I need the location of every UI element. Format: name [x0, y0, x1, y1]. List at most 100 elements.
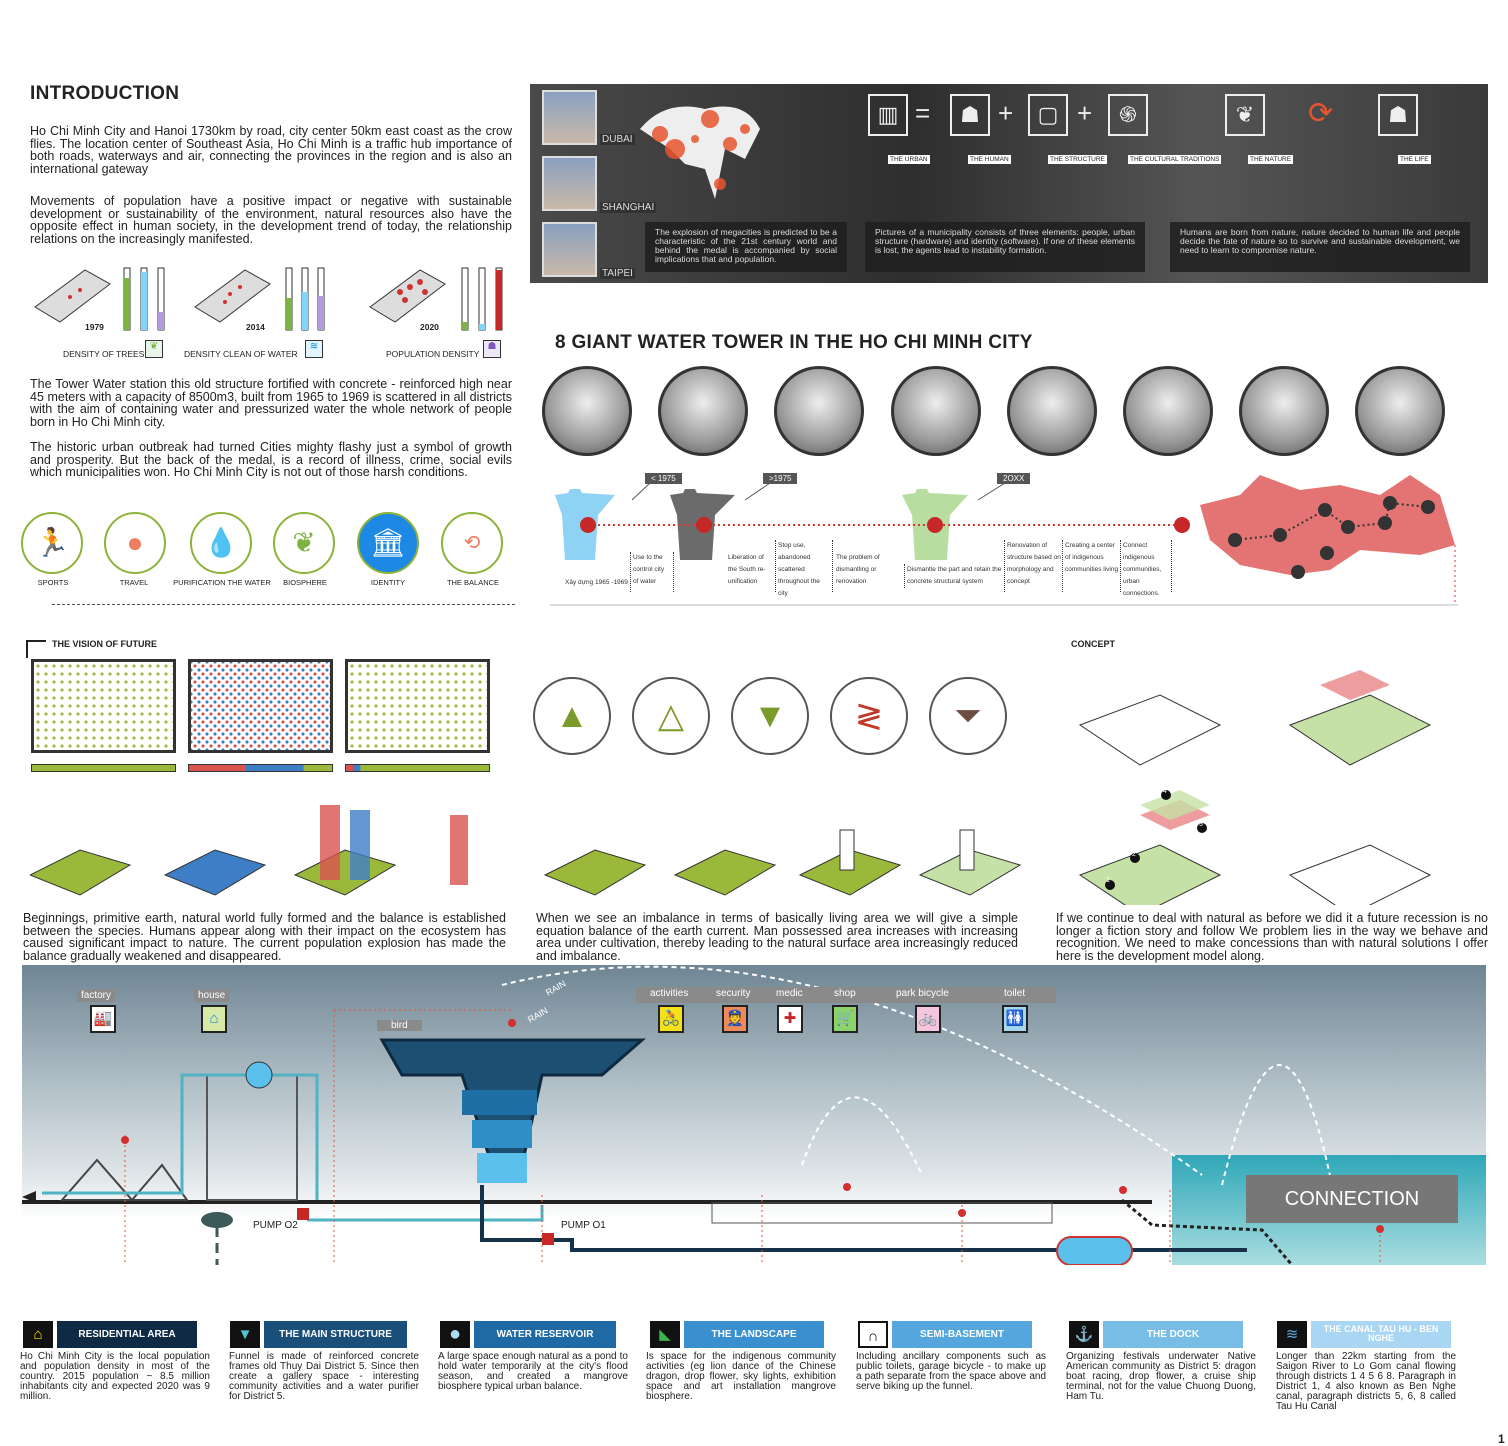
tower-photo [658, 366, 748, 456]
world-map-balanced [345, 659, 490, 753]
tower-photo [891, 366, 981, 456]
legend-title-water-reservoir: WATER RESERVOIR [474, 1321, 616, 1348]
legend-title-semi-basement: SEMI-BASEMENT [892, 1321, 1032, 1348]
towers-title: 8 GIANT WATER TOWER IN THE HO CHI MINH C… [555, 332, 1033, 353]
plus-sign: + [998, 98, 1014, 128]
timeline-note: Creating a center of indigenous communit… [1062, 540, 1120, 592]
identity-building-icon: 🏛 [357, 512, 419, 574]
timeline-note: Dismantle the part and retain the concre… [904, 564, 1004, 588]
cycle-arrows-icon: ⟳ [1308, 97, 1334, 130]
label-human: THE HUMAN [968, 155, 1011, 164]
intro-paragraph-1: Ho Chi Minh City and Hanoi 1730km by roa… [30, 124, 512, 176]
concept-title: CONCEPT [1071, 639, 1116, 649]
balance-bar-2 [188, 764, 333, 772]
inverted-mountain-icon: ▼ [731, 677, 809, 755]
icon-label-sports: SPORTS [37, 578, 69, 587]
taipei-photo [542, 222, 597, 277]
icon-label-purification: PURIFICATION THE WATER [173, 578, 271, 587]
tag-20xx: 2OXX [997, 473, 1031, 484]
medic-kit-icon: ✚ [777, 1005, 803, 1033]
world-map-megacities [640, 106, 760, 199]
mountain-icon: ▲ [533, 677, 611, 755]
concept-number: 3 [1199, 821, 1203, 828]
fingerprint-icon: ֍ [1108, 94, 1148, 136]
legend-title-residential: RESIDENTIAL AREA [57, 1321, 197, 1348]
label-cultural-traditions: THE CULTURAL TRADITIONS [1128, 155, 1222, 164]
evolution-plates [30, 805, 1022, 896]
label-structure: THE STRUCTURE [1048, 155, 1107, 164]
biosphere-leaf-icon: ❦ [273, 512, 335, 574]
nature-leaf-icon: ❦ [1225, 94, 1265, 136]
reservoir-circle-icon: ● [440, 1321, 470, 1348]
banner-text-nature: Humans are born from nature, nature deci… [1170, 222, 1470, 272]
timeline-note: Use to the control city of water [630, 552, 674, 592]
legend-text-dock: Organizing festivals underwater Native A… [1066, 1351, 1256, 1402]
cycling-activities-icon: 🚴 [658, 1005, 684, 1033]
travel-pin-icon: ● [104, 512, 166, 574]
timeline-note: Renovation of structure based on morphol… [1004, 540, 1062, 592]
anchor-icon: ⚓ [1069, 1321, 1099, 1348]
leaf-icon: ❦ [145, 340, 163, 358]
intro-paragraph-3: The Tower Water station this old structu… [30, 377, 512, 429]
equals-sign: = [915, 98, 931, 128]
legend-title-dock: THE DOCK [1103, 1321, 1243, 1348]
concept-axonometrics [1078, 670, 1432, 905]
label-factory: factory [77, 989, 116, 1002]
sports-icon: 🏃 [21, 512, 83, 574]
legend-text-landscape: Is space for the indigenous community ac… [646, 1351, 836, 1402]
tower-photo [1239, 366, 1329, 456]
canal-waves-icon: ≋ [1277, 1321, 1307, 1348]
human-icon: ☗ [950, 94, 990, 136]
density-plates [34, 267, 503, 331]
vision-paragraph-1: Beginnings, primitive earth, natural wor… [23, 911, 506, 963]
world-map-mixed [188, 659, 333, 753]
label-bird: bird [377, 1020, 422, 1031]
vision-paragraph-2: When we see an imbalance in terms of bas… [536, 911, 1018, 963]
legend-title-landscape: THE LANDSCAPE [684, 1321, 824, 1348]
tower-photo [1007, 366, 1097, 456]
funnel-structure-icon: ▼ [230, 1321, 260, 1348]
label-population-density: POPULATION DENSITY [386, 349, 480, 359]
connection-box: CONNECTION [1246, 1175, 1458, 1223]
label-urban: THE URBAN [888, 155, 930, 164]
concept-number: 2 [1132, 851, 1136, 858]
banner-text-megacities: The explosion of megacities is predicted… [645, 222, 847, 272]
tower-photo [1355, 366, 1445, 456]
bicycle-icon: 🚲 [915, 1005, 941, 1033]
label-medic: medic [772, 987, 807, 1000]
balance-bar-3 [345, 764, 490, 772]
legend-text-semi-basement: Including ancillary components such as p… [856, 1351, 1046, 1392]
timeline-note: The problem of dismantling or renovation [836, 554, 880, 585]
city-taipei: TAIPEI [600, 268, 635, 279]
legend-text-canal: Longer than 22km starting from the Saigo… [1276, 1351, 1456, 1412]
year-2020: 2020 [420, 322, 439, 332]
legend-text-water-reservoir: A large space enough natural as a pond t… [438, 1351, 628, 1392]
legend-text-residential: Ho Chi Minh City is the local population… [20, 1351, 210, 1402]
legend-title-canal: THE CANAL TAU HU - BEN NGHE [1311, 1321, 1451, 1348]
balance-bar-1 [31, 764, 176, 772]
landscape-icon: ◣ [650, 1321, 680, 1348]
tower-photo [542, 366, 632, 456]
label-shop: shop [830, 987, 860, 1000]
timeline-note: Xây dựng 1965 -1969 [565, 579, 628, 586]
year-2014: 2014 [246, 322, 265, 332]
city-shanghai: SHANGHAI [600, 202, 657, 213]
concept-number: 1 [1106, 877, 1110, 884]
house-icon: ⌂ [201, 1005, 227, 1033]
tower-timeline [550, 475, 1458, 606]
timeline-note: Connect indigenous communities, urban co… [1120, 540, 1172, 597]
icon-label-biosphere: BIOSPHERE [283, 578, 327, 587]
label-park-bicycle: park bicycle [892, 987, 953, 1000]
intro-paragraph-2: Movements of population have a positive … [30, 194, 512, 246]
icon-label-identity: IDENTITY [370, 578, 406, 587]
intro-paragraph-4: The historic urban outbreak had turned C… [30, 440, 512, 479]
timeline-note: Liberation of the South re-unification [728, 554, 766, 585]
label-house: house [194, 989, 230, 1002]
structure-cube-icon: ▢ [1028, 94, 1068, 136]
vision-paragraph-3: If we continue to deal with natural as b… [1056, 911, 1488, 963]
label-security: security [712, 987, 755, 1000]
toilet-icon: 🚻 [1002, 1005, 1028, 1033]
tag-after-1975: >1975 [763, 473, 798, 484]
label-toilet: toilet [1000, 987, 1030, 1000]
megacity-banner: ▥ = ☗ + ▢ + ֍ ❦ ⟳ ☗ THE URBAN THE HUMAN … [530, 84, 1488, 283]
